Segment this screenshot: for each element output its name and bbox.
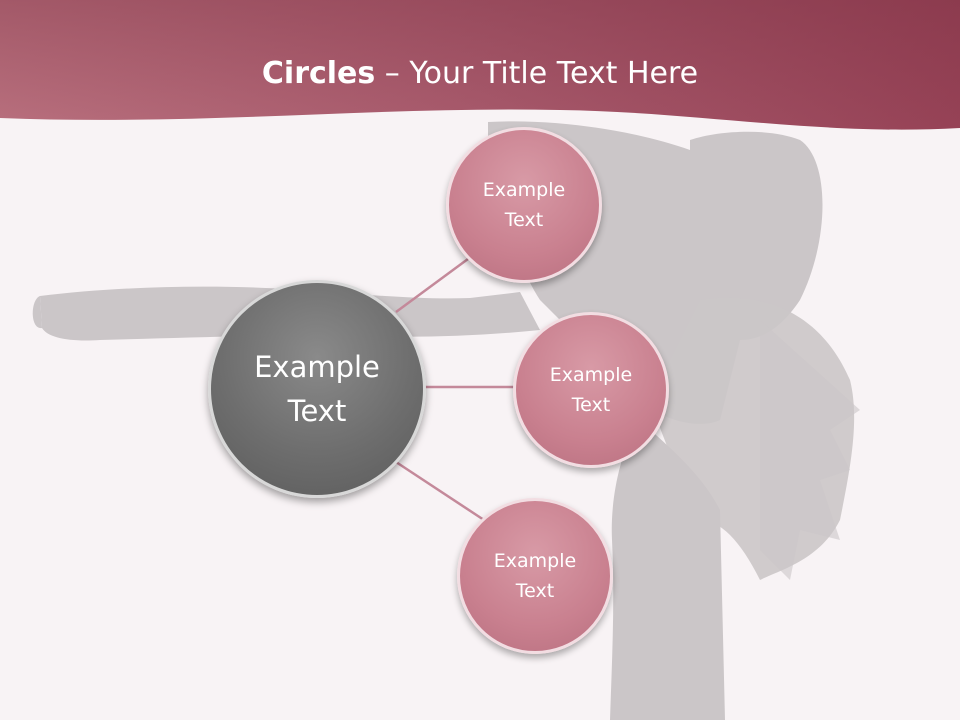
- title-bold: Circles: [261, 56, 376, 91]
- connector-top: [395, 254, 473, 314]
- node-label: Example Text: [493, 550, 577, 602]
- node-circle-middle: Example Text: [513, 312, 669, 468]
- slide-title: Circles – Your Title Text Here: [0, 52, 960, 96]
- connector-bottom: [395, 460, 485, 522]
- node-label: Example Text: [482, 179, 566, 231]
- center-circle-label: Example Text: [254, 350, 380, 428]
- center-circle: Example Text: [208, 280, 426, 498]
- connectors: [395, 254, 516, 522]
- node-circle-bottom: Example Text: [457, 498, 613, 654]
- title-rest: – Your Title Text Here: [375, 56, 699, 91]
- dancer-silhouette: [32, 121, 860, 720]
- node-circle-top: Example Text: [446, 127, 602, 283]
- node-label: Example Text: [549, 364, 633, 416]
